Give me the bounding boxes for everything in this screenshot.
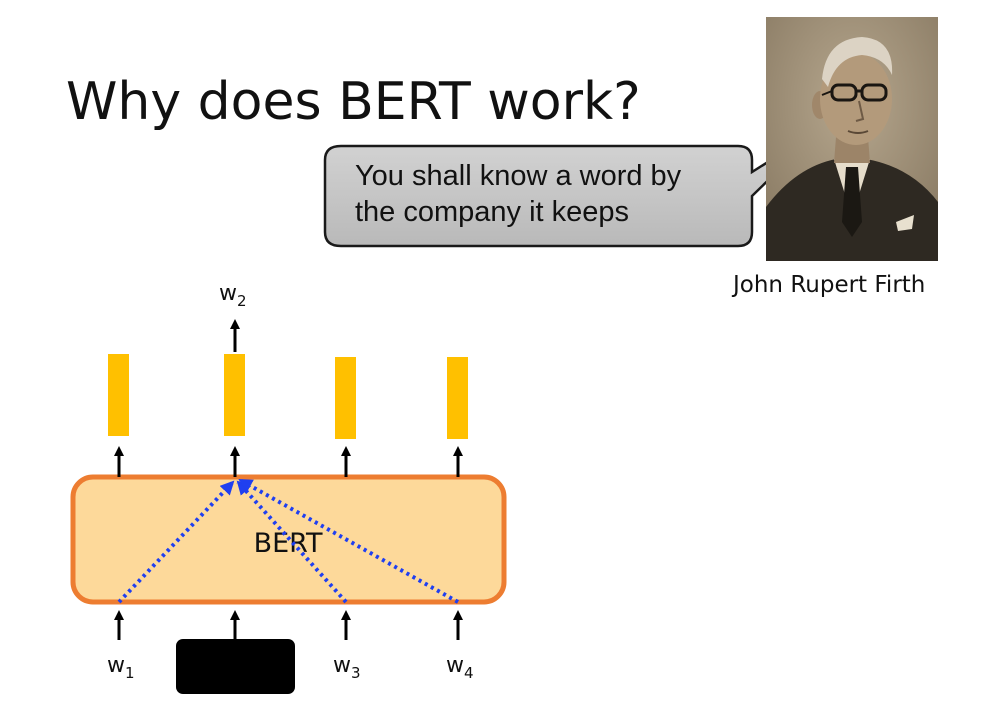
output-vector bbox=[224, 354, 245, 436]
portrait-caption: John Rupert Firth bbox=[733, 272, 926, 298]
input-label: w4 bbox=[446, 653, 474, 682]
quote-bubble bbox=[323, 126, 823, 248]
input-label: w3 bbox=[333, 653, 361, 682]
masked-token bbox=[176, 639, 295, 694]
output-label: w2 bbox=[219, 281, 247, 310]
slide-title: Why does BERT work? bbox=[66, 72, 641, 132]
quote-line: You shall know a word by bbox=[355, 160, 682, 192]
bert-label: BERT bbox=[254, 528, 323, 559]
quote-text: You shall know a word by the company it … bbox=[355, 158, 681, 230]
output-vector bbox=[335, 357, 356, 439]
portrait-photo bbox=[766, 17, 938, 261]
output-vector bbox=[447, 357, 468, 439]
quote-line: the company it keeps bbox=[355, 196, 630, 228]
attention-arrow bbox=[236, 480, 348, 604]
input-label: w1 bbox=[107, 653, 135, 682]
output-vector bbox=[108, 354, 129, 436]
